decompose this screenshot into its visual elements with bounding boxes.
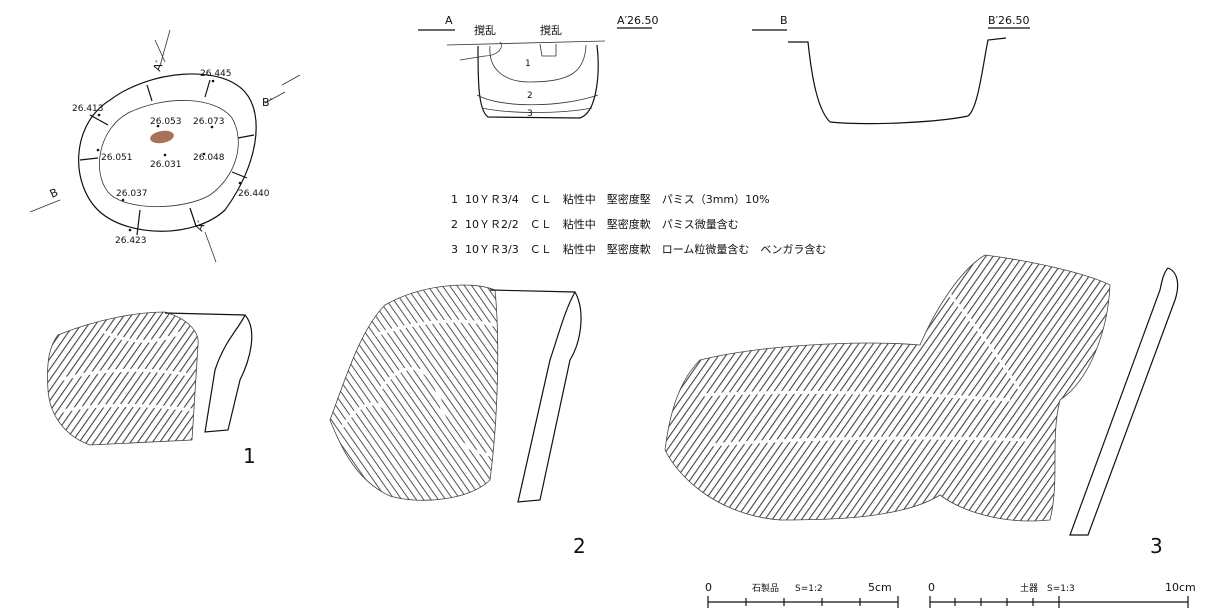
scale-start: 0 [928,581,935,594]
artifact-1: 1 [47,311,256,468]
section-mark: A′ [151,59,167,73]
section-lines [29,29,301,263]
section-mark: A′ [193,219,209,233]
section-a: A A′26.50 撹乱 撹乱 1 2 3 [418,14,659,119]
elevation-label: 26.053 [150,117,182,127]
pit-plan: 26.445 26.413 26.053 26.073 26.051 26.03… [29,29,301,263]
section-mark: B′ [262,96,273,109]
layer-description: 3 10ＹＲ3/3 ＣＬ 粘性中 堅密度軟 ローム粒微量含む ベンガラ含む [444,228,826,257]
layer-text: 10ＹＲ3/3 ＣＬ 粘性中 堅密度軟 ローム粒微量含む ベンガラ含む [465,243,827,256]
scale-start: 0 [705,581,712,594]
elevation-label: 26.051 [101,153,133,163]
scale-end: 10cm [1165,581,1196,594]
scale-end: 5cm [868,581,892,594]
pit-inner-outline [98,100,239,207]
bengara-deposit [150,130,174,144]
elevation-label: 26.423 [115,236,147,246]
sherd-rubbing [664,254,1111,522]
scale-title: 石製品 [752,582,779,594]
elevation-label: 26.445 [200,69,232,79]
elevation-label: 26.031 [150,160,182,170]
artifact-number: 1 [243,444,256,468]
disturbance-label: 撹乱 [540,23,562,37]
section-mark: B [48,186,60,201]
elevation-label: 26.413 [72,104,104,114]
section-b-label-right: B′26.50 [988,14,1030,27]
layer-description: 1 10ＹＲ3/4 ＣＬ 粘性中 堅密度堅 パミス（3mm）10% [444,178,770,207]
elevation-label: 26.037 [116,189,148,199]
section-b: B B′26.50 [752,14,1030,125]
elevation-label: 26.440 [238,189,270,199]
elevation-label: 26.073 [193,117,225,127]
section-a-label-right: A′26.50 [617,14,659,27]
layer-number: 3 [527,109,533,119]
artifact-2: 2 [329,284,586,558]
pit-slope-ticks [79,79,255,236]
section-a-label-left: A [445,14,453,27]
sherd-rubbing [329,284,499,501]
sherd-profile [164,312,253,433]
scale-bar-pottery: 0 土器 S=1:3 10cm [928,581,1196,608]
disturbance-label: 撹乱 [474,23,496,37]
layer-num: 2 [451,218,458,231]
sherd-profile [489,289,582,503]
artifact-number: 2 [573,534,586,558]
layer-text: 10ＹＲ3/4 ＣＬ 粘性中 堅密度堅 パミス（3mm）10% [465,193,770,206]
scale-bar-stone: 0 石製品 S=1:2 5cm [705,581,899,608]
section-b-label-left: B [780,14,788,27]
layer-number: 1 [525,59,531,69]
scale-ratio: S=1:2 [795,584,823,594]
survey-points [96,79,242,232]
layer-description: 2 10ＹＲ2/2 ＣＬ 粘性中 堅密度軟 パミス微量含む [444,203,739,232]
sherd-profile [1069,267,1179,536]
layer-num: 1 [451,193,458,206]
pit-profile-b [788,37,1007,125]
pit-profile-a [477,44,599,119]
sherd-rubbing [47,311,199,446]
layer-text: 10ＹＲ2/2 ＣＬ 粘性中 堅密度軟 パミス微量含む [465,218,739,231]
artifact-number: 3 [1150,534,1163,558]
artifact-3: 3 [664,254,1179,558]
layer-number: 2 [527,91,533,101]
scale-ratio: S=1:3 [1047,584,1075,594]
pit-outer-outline [78,73,257,232]
layer-num: 3 [451,243,458,256]
scale-title: 土器 [1020,582,1038,594]
elevation-label: 26.048 [193,153,225,163]
